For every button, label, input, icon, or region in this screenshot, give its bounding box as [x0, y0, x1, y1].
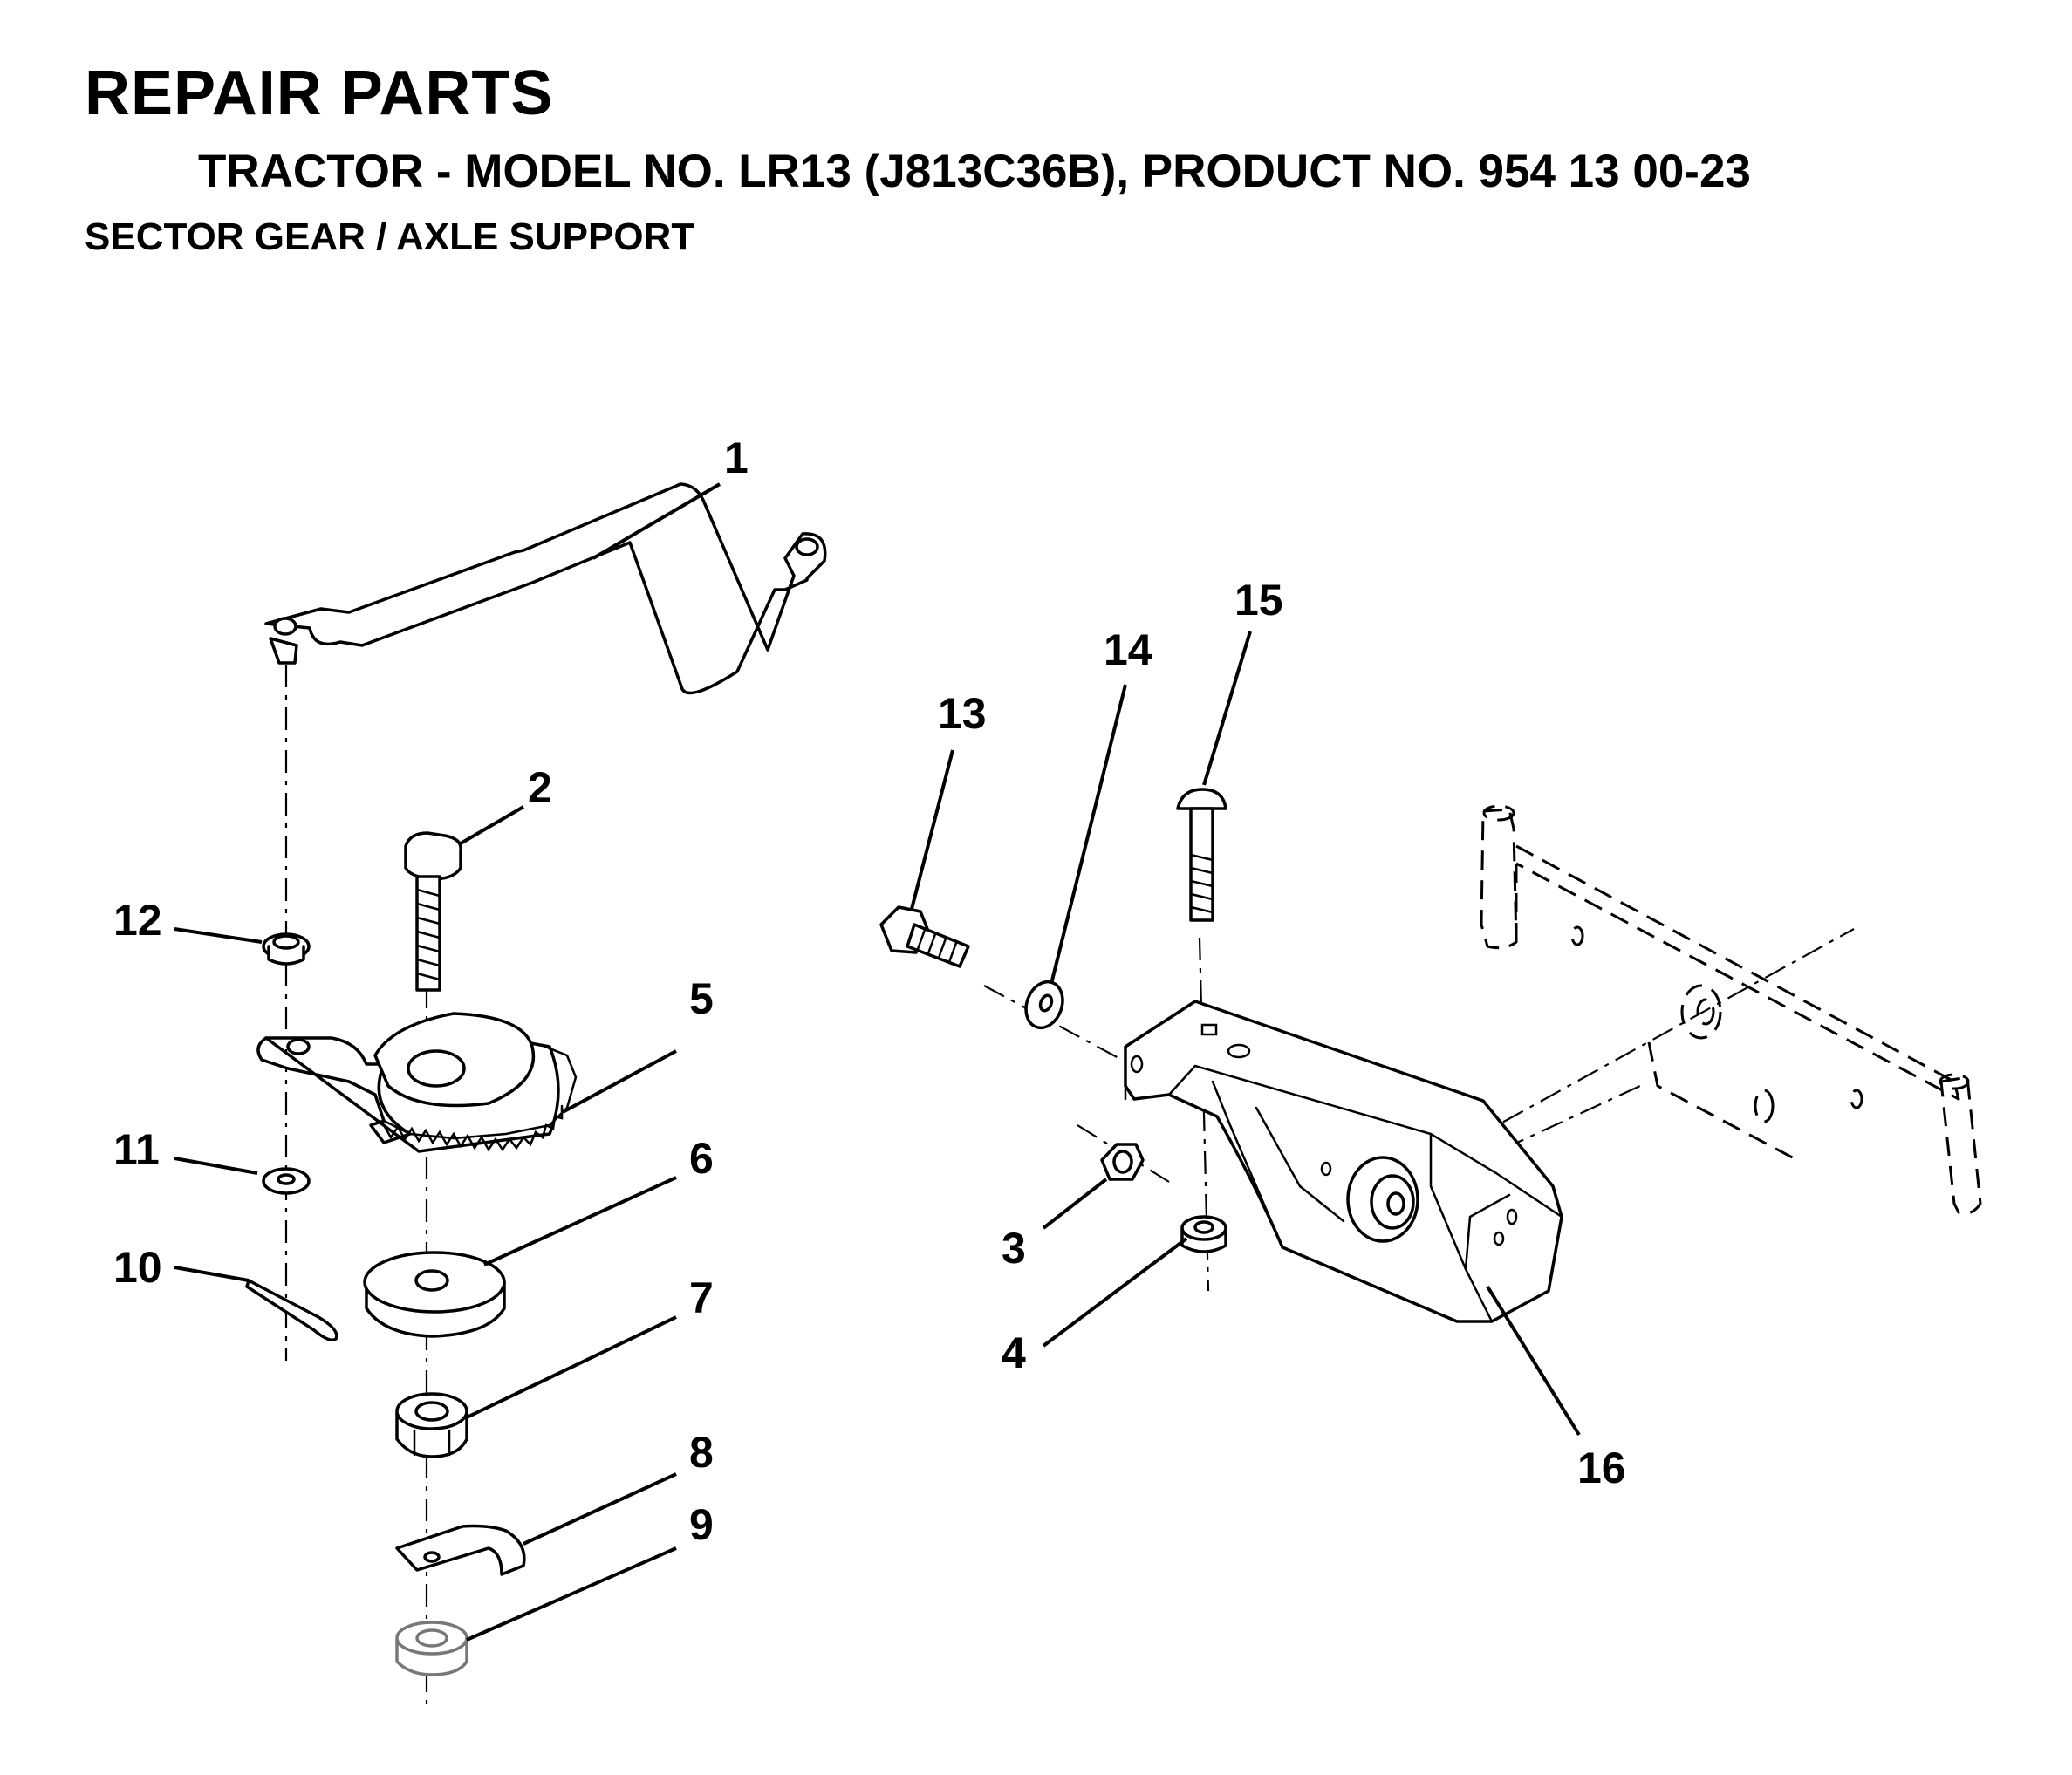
- part-10-cotter-pin: [245, 1279, 338, 1341]
- callout-8: 8: [689, 1428, 714, 1477]
- callout-14: 14: [1104, 625, 1152, 674]
- part-9-hex-nut: [395, 1621, 468, 1676]
- callout-7: 7: [689, 1273, 714, 1322]
- part-5-sector-gear: [256, 1012, 578, 1153]
- callout-9: 9: [689, 1500, 714, 1549]
- part-11-washer: [262, 1167, 311, 1195]
- part-16-axle-support: [1124, 1000, 1563, 1323]
- part-2-bolt: [404, 831, 462, 992]
- page-title: REPAIR PARTS: [85, 58, 554, 128]
- callout-5: 5: [689, 974, 714, 1023]
- part-7-hex-nut: [395, 1392, 468, 1458]
- part-8-clip: [395, 1524, 526, 1576]
- callout-leaders: [174, 482, 1581, 1642]
- part-6-spacer-disc: [363, 1251, 506, 1338]
- callout-4: 4: [1002, 1328, 1026, 1377]
- phantom-front-axle: [1480, 804, 1982, 1215]
- callout-3: 3: [1002, 1224, 1026, 1273]
- callout-15: 15: [1234, 576, 1283, 625]
- part-15-carriage-bolt: [1176, 788, 1227, 922]
- part-13-hex-bolt: [879, 905, 970, 968]
- callout-13: 13: [938, 689, 987, 738]
- part-14-washer: [1024, 980, 1064, 1030]
- callout-16: 16: [1577, 1444, 1626, 1492]
- callout-numbers: 1 2 3 4 5 6 7 8 9 10 11 12 13 14 15 16: [113, 434, 1626, 1549]
- section-title: SECTOR GEAR / AXLE SUPPORT: [85, 215, 695, 258]
- part-4-nut: [1180, 1215, 1227, 1253]
- part-3-nut: [1100, 1143, 1145, 1181]
- part-1-drag-link: [264, 482, 827, 695]
- model-subtitle: TRACTOR - MODEL NO. LR13 (J813C36B), PRO…: [198, 146, 1751, 197]
- callout-6: 6: [689, 1134, 714, 1183]
- part-12-flange-nut: [262, 932, 311, 966]
- callout-1: 1: [724, 434, 749, 482]
- callout-11: 11: [113, 1125, 160, 1174]
- callout-10: 10: [113, 1243, 162, 1292]
- callout-2: 2: [528, 763, 552, 812]
- callout-12: 12: [113, 896, 162, 945]
